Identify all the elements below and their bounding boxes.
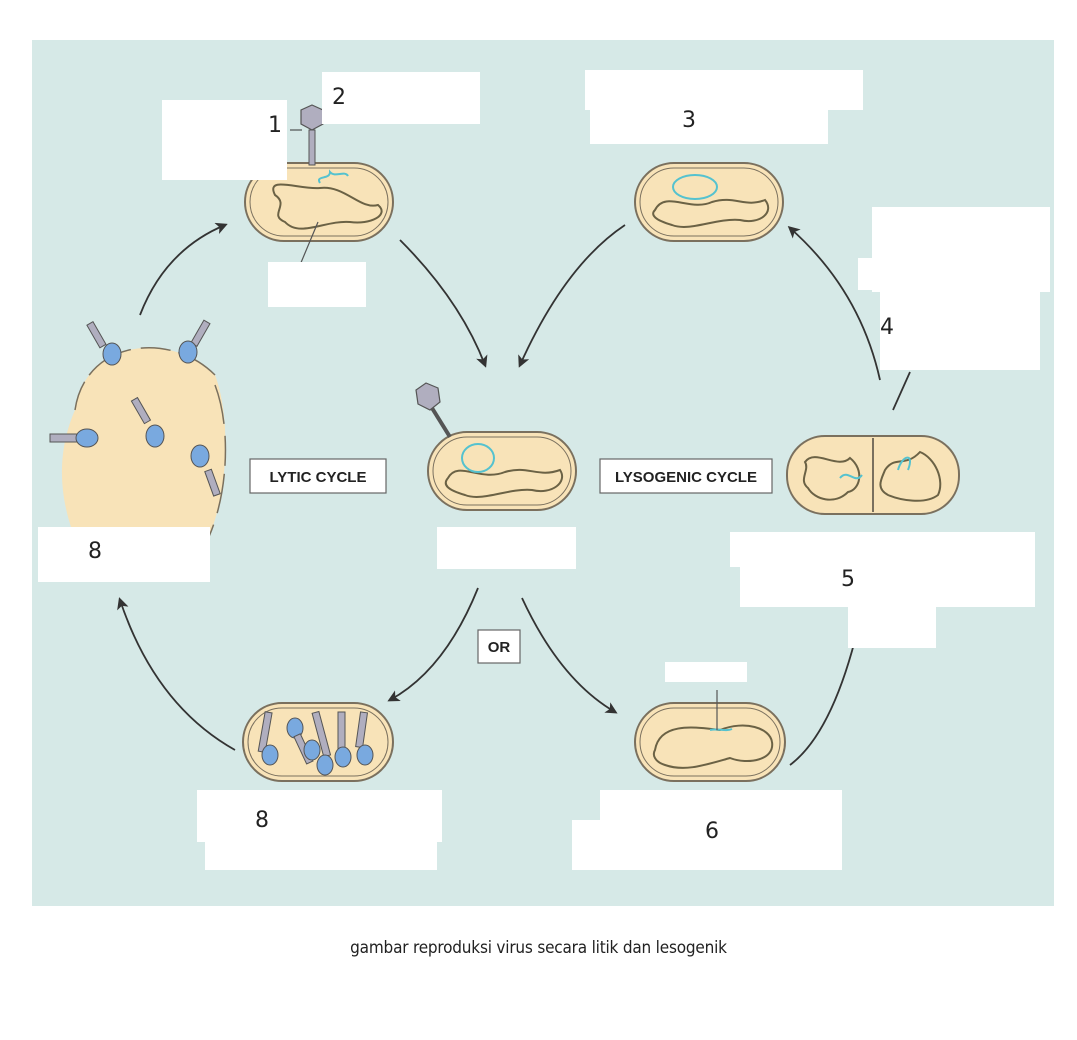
lytic-cycle-label-box: LYTIC CYCLE <box>250 459 386 493</box>
cell-replication <box>243 703 393 781</box>
patch-6-top <box>665 662 747 682</box>
patch-5a <box>730 532 1035 567</box>
lysogenic-cycle-label-box: LYSOGENIC CYCLE <box>600 459 772 493</box>
patch-1 <box>162 100 287 180</box>
patch-3a <box>585 70 863 110</box>
lytic-cycle-label: LYTIC CYCLE <box>270 469 367 486</box>
number-3: 3 <box>682 108 696 133</box>
patch-center-label <box>437 527 576 569</box>
number-8-left: 8 <box>88 539 102 564</box>
patch-4c <box>880 290 1040 370</box>
number-6: 6 <box>705 819 719 844</box>
number-8-bottom: 8 <box>255 808 269 833</box>
patch-3b <box>590 108 828 144</box>
patch-8-bottom-b <box>205 840 437 870</box>
patch-8-bottom <box>197 790 442 842</box>
patch-4a <box>872 207 1050 292</box>
number-4: 4 <box>880 315 894 340</box>
cell-dividing <box>787 436 959 514</box>
patch-5c <box>848 605 936 648</box>
number-2: 2 <box>332 85 346 110</box>
or-label-box: OR <box>478 630 520 663</box>
patch-5b <box>740 567 1035 607</box>
lysogenic-cycle-label: LYSOGENIC CYCLE <box>615 469 757 486</box>
or-label: OR <box>488 639 511 656</box>
patch-4b <box>858 258 898 290</box>
number-1: 1 <box>268 113 282 138</box>
number-5: 5 <box>841 567 855 592</box>
figure-caption: gambar reproduksi virus secara litik dan… <box>0 938 1077 958</box>
patch-attach-under <box>268 262 366 307</box>
patch-8-left <box>38 527 210 582</box>
cell-prophage <box>635 163 783 241</box>
